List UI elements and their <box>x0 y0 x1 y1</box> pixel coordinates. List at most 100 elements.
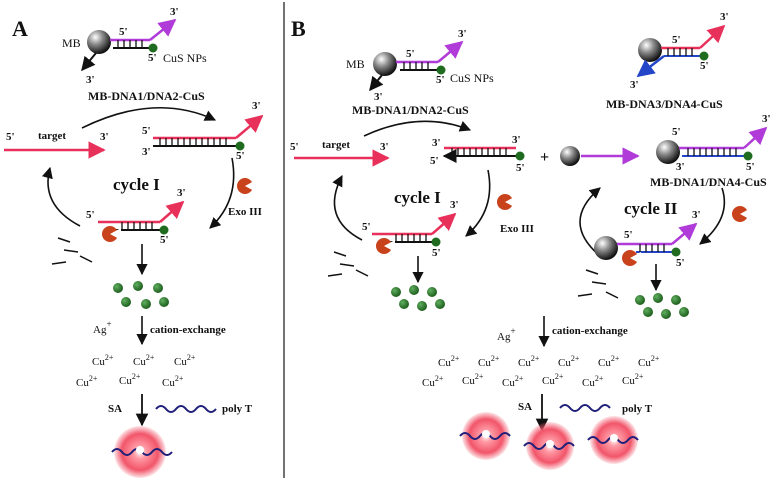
prime-5: 5' <box>436 74 445 86</box>
released-cus-nps <box>113 281 169 309</box>
dna2-lead <box>81 52 97 72</box>
probe-b2: 5' 3' 5' 3' <box>630 11 729 91</box>
poly-t-icon <box>559 404 611 412</box>
cus-nanoparticle-icon <box>743 151 753 161</box>
cycle2-label: cycle II <box>624 199 678 218</box>
enzyme-label: Exo III <box>228 206 262 218</box>
prime-5: 5' <box>432 247 441 259</box>
magnetic-bead-icon <box>373 52 397 76</box>
fluorescent-product <box>111 426 173 478</box>
cycle-arrow <box>465 169 491 237</box>
cus-nanoparticle-icon <box>431 237 441 247</box>
polyt-label: poly T <box>622 403 653 415</box>
cus-nanoparticle-icon <box>671 247 681 257</box>
exo-iii-icon <box>376 238 395 254</box>
cus-label: CuS NPs <box>163 51 207 65</box>
panel-b-label: B <box>291 16 306 41</box>
target-overhang <box>431 212 457 235</box>
svg-text:Cu2+: Cu2+ <box>162 374 184 389</box>
svg-text:Cu2+: Cu2+ <box>133 353 155 368</box>
cu-ions: Cu2+ Cu2+ Cu2+ Cu2+ Cu2+ Cu2+ Cu2+ Cu2+ … <box>422 354 660 389</box>
prime-3: 3' <box>450 199 459 211</box>
prime-3: 3' <box>432 137 441 149</box>
magnetic-bead-icon <box>638 38 662 62</box>
prime-3: 3' <box>380 141 389 153</box>
prime-3: 3' <box>458 28 467 40</box>
svg-text:Cu2+: Cu2+ <box>582 374 604 389</box>
complex-label: MB-DNA1/DNA4-CuS <box>650 175 767 189</box>
svg-text:Cu2+: Cu2+ <box>502 374 524 389</box>
fluorescent-product <box>587 416 639 464</box>
nucleotide-fragments <box>51 237 93 265</box>
exo-iii-icon <box>497 194 516 210</box>
probe-b1: MB CuS NPs 5' 3' 5' 3' <box>346 28 494 103</box>
svg-text:Cu2+: Cu2+ <box>622 372 644 387</box>
cycle-arrow <box>81 106 217 129</box>
prime-3: 3' <box>630 79 639 91</box>
sa-label: SA <box>518 401 532 413</box>
ag-label: Ag+ <box>497 326 516 343</box>
cus-nanoparticle-icon <box>159 225 169 235</box>
exo-iii-icon <box>102 226 121 242</box>
prime-3: 3' <box>177 187 186 199</box>
cycle-arrow <box>332 175 363 241</box>
magnetic-bead-icon <box>594 236 618 260</box>
cycle-arrow <box>363 120 472 137</box>
probe-a: MB CuS NPs 5' 3' 5' 3' <box>62 6 207 86</box>
panel-a-label: A <box>12 16 28 41</box>
cu-ions: Cu2+ Cu2+ Cu2+ Cu2+ Cu2+ Cu2+ <box>76 353 196 389</box>
prime-3: 3' <box>676 161 685 173</box>
exo-iii-icon <box>622 250 641 266</box>
dna1-overhang <box>437 40 464 63</box>
target-label: target <box>38 130 66 142</box>
prime-3: 3' <box>720 11 729 23</box>
svg-text:Cu2+: Cu2+ <box>598 354 620 369</box>
target-overhang <box>159 200 185 223</box>
nucleotide-fragments <box>327 251 369 277</box>
prime-5: 5' <box>86 209 95 221</box>
prime-5: 5' <box>362 221 371 233</box>
prime-5: 5' <box>148 52 157 64</box>
dna1-overhang <box>149 18 177 41</box>
cycle1-label: cycle I <box>394 188 441 207</box>
mb-label: MB <box>62 36 81 50</box>
released-strand: 3' 3' 5' 5' <box>430 134 525 174</box>
probe1-label: MB-DNA1/DNA2-CuS <box>352 103 469 117</box>
released-cus-nps <box>635 293 689 319</box>
magnetic-bead-icon <box>87 30 111 54</box>
mb-label: MB <box>346 57 365 71</box>
sa-label: SA <box>108 403 122 415</box>
prime-5: 5' <box>119 26 128 38</box>
nucleotide-fragments <box>577 269 619 299</box>
prime-5: 5' <box>672 34 681 46</box>
digestion-complex: 5' 3' 5' <box>86 187 186 246</box>
enzyme-label: Exo III <box>500 223 534 235</box>
prime-5: 5' <box>672 126 681 138</box>
prime-3: 3' <box>692 209 701 221</box>
svg-text:Cu2+: Cu2+ <box>438 354 460 369</box>
cycle-label: cycle I <box>113 175 160 194</box>
target-label: target <box>322 139 350 151</box>
poly-t-icon <box>155 405 217 413</box>
digestion-complex: 5' 3' 5' <box>362 199 459 259</box>
cus-nanoparticle-icon <box>436 65 446 75</box>
dna4-lead <box>636 55 665 78</box>
svg-text:Cu2+: Cu2+ <box>76 374 98 389</box>
polyt-label: poly T <box>222 403 253 415</box>
prime-5: 5' <box>430 155 439 167</box>
exo-iii-icon <box>732 206 751 222</box>
magnetic-bead-icon <box>656 140 680 164</box>
cus-nanoparticle-icon <box>235 141 245 151</box>
svg-text:Cu2+: Cu2+ <box>542 372 564 387</box>
cycle-arrow <box>41 166 81 227</box>
target-duplex: 5' 3' 3' 5' <box>142 100 264 162</box>
prime-3: 3' <box>86 74 95 86</box>
probe-label: MB-DNA1/DNA2-CuS <box>88 89 205 103</box>
prime-5: 5' <box>676 257 685 269</box>
svg-text:Cu2+: Cu2+ <box>92 353 114 368</box>
dna1-overhang <box>743 126 768 149</box>
prime-3: 3' <box>100 131 109 143</box>
fluorescent-product <box>459 412 511 460</box>
digestion-complex-2: 5' 3' 5' <box>594 209 701 269</box>
